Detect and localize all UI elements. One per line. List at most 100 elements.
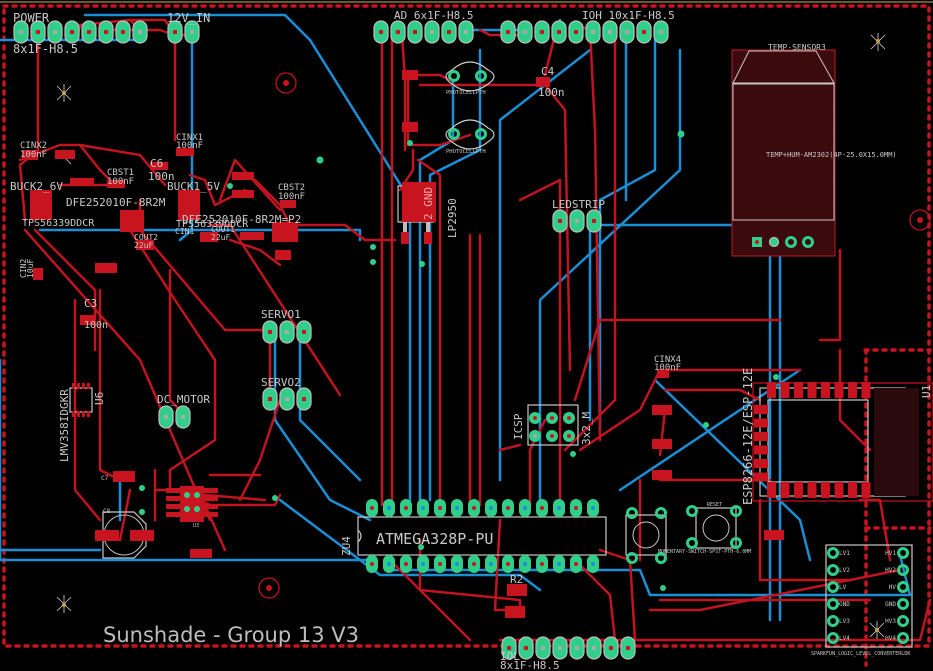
converter-pin-label: HV2	[885, 567, 896, 574]
pin-drill	[557, 506, 561, 510]
cbst1-value: 100nF	[107, 177, 134, 187]
fiducial-icon	[869, 621, 885, 639]
atmega328-chip[interactable]: ATMEGA328P-PU ZU4	[340, 499, 607, 573]
power-header[interactable]: POWER 8x1F-H8.5	[13, 11, 148, 56]
converter-pin[interactable]	[827, 547, 839, 559]
dc-motor-header[interactable]: DC_MOTOR	[157, 393, 210, 429]
servo1-label: SERVO1	[261, 308, 301, 321]
lmv358-opamp[interactable]: LMV358IDGKR U6	[58, 383, 106, 462]
esp-pad	[821, 382, 830, 398]
lp2950-regulator[interactable]: 2 GND LP2950	[397, 182, 459, 244]
dc-motor-label: DC_MOTOR	[157, 393, 210, 406]
r2-resistor[interactable]: R2	[505, 573, 527, 618]
esp-ref-label: U1	[920, 385, 933, 398]
esp-pad	[754, 445, 768, 455]
iol-header[interactable]: IOL 8x1F-H8.5	[500, 636, 636, 671]
cinx2-label: CINX2	[20, 141, 47, 151]
esp-pad	[807, 382, 817, 398]
esp-pad	[794, 382, 803, 398]
12v-in-header[interactable]: 12V_IN	[167, 11, 210, 44]
converter-pin-label: HV1	[885, 550, 896, 557]
pin-drill	[164, 415, 168, 419]
pin-drill	[447, 30, 451, 34]
cinx4-label: CINX4	[654, 355, 681, 365]
ad-header-label: AD 6x1F-H8.5	[394, 9, 473, 22]
u3-label: U3	[193, 523, 199, 529]
esp-pad	[834, 482, 844, 498]
buck-components[interactable]	[22, 148, 298, 325]
resistors-photocell[interactable]	[402, 70, 550, 132]
converter-pin[interactable]	[897, 598, 909, 610]
pin-drill	[387, 506, 391, 510]
pin-drill	[642, 30, 646, 34]
pin-drill	[285, 330, 289, 334]
converter-pin[interactable]	[827, 598, 839, 610]
servo2-label: SERVO2	[261, 376, 301, 389]
reset-button[interactable]: RESET MOMENTARY-SWITCH-SPST-PTH-6.0MM	[658, 502, 751, 555]
photocell-1[interactable]: PHOTOCELLPTH	[445, 61, 495, 96]
pin-drill	[540, 30, 544, 34]
converter-pin-label: LV2	[839, 567, 850, 574]
servo1-header[interactable]: SERVO1	[261, 308, 312, 344]
pin-drill	[558, 219, 562, 223]
photocell-2[interactable]: PHOTOCELLPTH	[445, 119, 495, 155]
ledstrip-header[interactable]: LEDSTRIP	[552, 198, 605, 233]
servo2-header[interactable]: SERVO2	[261, 376, 312, 411]
pin-drill	[591, 506, 595, 510]
via	[370, 244, 376, 250]
pin-drill	[121, 30, 125, 34]
pin-drill	[387, 562, 391, 566]
lp2950-pin-label: 2 GND	[422, 187, 435, 220]
converter-pin[interactable]	[897, 615, 909, 627]
via	[660, 585, 666, 591]
pin-drill	[591, 30, 595, 34]
converter-pin[interactable]	[897, 632, 909, 644]
temp-sensor[interactable]: TEMP-SENSOR3 TEMP+HUM-AM2302(4P-25.0X15.…	[731, 43, 897, 257]
converter-pin-label: LV4	[839, 635, 850, 642]
cinx4-area[interactable]: CINX4 100nF	[652, 355, 681, 480]
cin2-label: CIN2	[19, 259, 28, 278]
pin-drill	[489, 562, 493, 566]
fiducial-icon	[870, 33, 886, 51]
converter-pin-label: LV	[839, 584, 847, 591]
icsp-header[interactable]: ICSP 3x2_M	[512, 404, 593, 446]
pin-drill	[472, 562, 476, 566]
momentary-button[interactable]	[625, 507, 667, 564]
pin-drill	[592, 646, 596, 650]
c4-label: C4	[541, 65, 555, 78]
converter-pin-label: HV3	[885, 618, 896, 625]
converter-pin[interactable]	[827, 581, 839, 593]
pin-drill	[489, 506, 493, 510]
pin-drill	[19, 30, 23, 34]
esp-pad	[780, 382, 790, 398]
converter-pin[interactable]	[827, 615, 839, 627]
converter-pin[interactable]	[827, 564, 839, 576]
inductor1-label: DFE252010F-8R2M	[66, 196, 166, 209]
converter-pin[interactable]	[897, 581, 909, 593]
esp8266-module[interactable]: ESP8266-12E/ESP-12E U1	[741, 368, 933, 540]
converter-pin[interactable]	[897, 564, 909, 576]
pin-drill	[574, 506, 578, 510]
reset-button-label: RESET	[707, 502, 722, 508]
c7-label: C7	[101, 475, 109, 482]
pin-drill	[464, 30, 468, 34]
pin-drill	[438, 562, 442, 566]
pin-drill	[523, 506, 527, 510]
c8-capacitor[interactable]: C8	[95, 508, 154, 559]
iol-header-package: 8x1F-H8.5	[500, 659, 560, 671]
cout1-value: 22uF	[211, 233, 230, 242]
pin-drill	[173, 30, 177, 34]
converter-pin[interactable]	[897, 547, 909, 559]
converter-pin[interactable]	[827, 632, 839, 644]
u3-driver[interactable]: U3	[166, 486, 218, 558]
ioh-header[interactable]: IOH 10x1F-H8.5	[500, 9, 675, 44]
pin-drill	[472, 506, 476, 510]
c7-capacitor[interactable]: C7	[101, 471, 135, 482]
via	[703, 422, 709, 428]
ad-header[interactable]: AD 6x1F-H8.5	[373, 9, 474, 44]
fiducial-icon	[56, 595, 72, 613]
fiducial-icon	[56, 84, 72, 102]
temp-sensor-label: TEMP-SENSOR3	[768, 43, 826, 52]
